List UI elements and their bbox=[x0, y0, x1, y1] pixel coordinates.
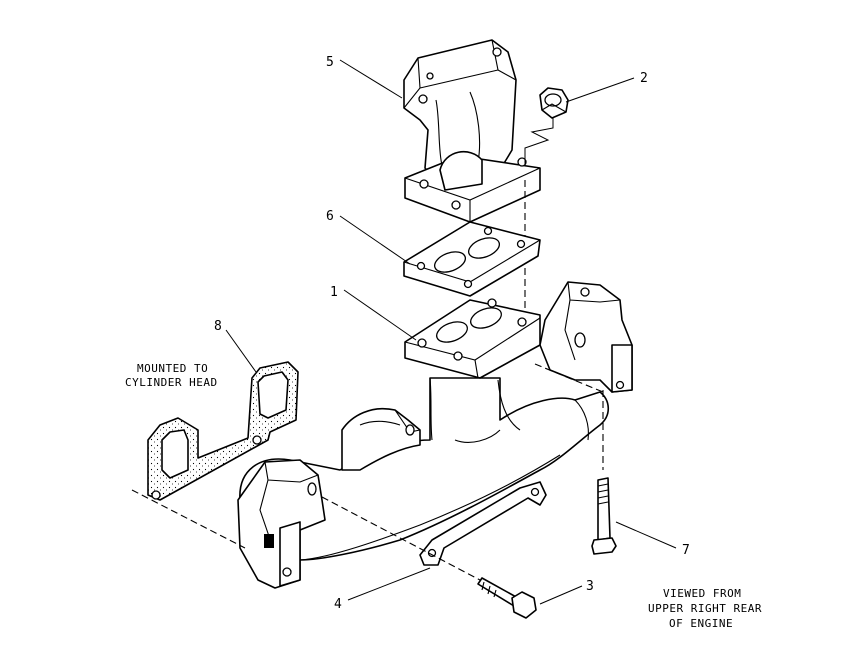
callout-6: 6 bbox=[326, 209, 334, 224]
support-bracket-part bbox=[419, 481, 547, 566]
viewed-note-line2: UPPER RIGHT REAR bbox=[648, 602, 762, 615]
callout-3: 3 bbox=[586, 579, 594, 594]
nut-part bbox=[539, 87, 569, 119]
callout-5: 5 bbox=[326, 55, 334, 70]
hex-bolt-part bbox=[477, 577, 537, 619]
viewed-note-line1: VIEWED FROM bbox=[663, 587, 741, 600]
turbo-gasket-part bbox=[403, 221, 541, 297]
mounted-note-line2: CYLINDER HEAD bbox=[125, 376, 218, 389]
callout-1: 1 bbox=[330, 285, 338, 300]
exhaust-manifold-part bbox=[237, 281, 633, 589]
manifold-gasket-part bbox=[147, 361, 299, 501]
viewed-note-line3: OF ENGINE bbox=[669, 617, 733, 630]
stud-bolt-part bbox=[591, 477, 617, 555]
callout-2: 2 bbox=[640, 71, 648, 86]
callout-7: 7 bbox=[682, 543, 690, 558]
callout-4: 4 bbox=[334, 597, 342, 612]
mounted-note-line1: MOUNTED TO bbox=[137, 362, 208, 375]
elbow-adapter-part bbox=[403, 39, 541, 223]
callout-8: 8 bbox=[214, 319, 222, 334]
